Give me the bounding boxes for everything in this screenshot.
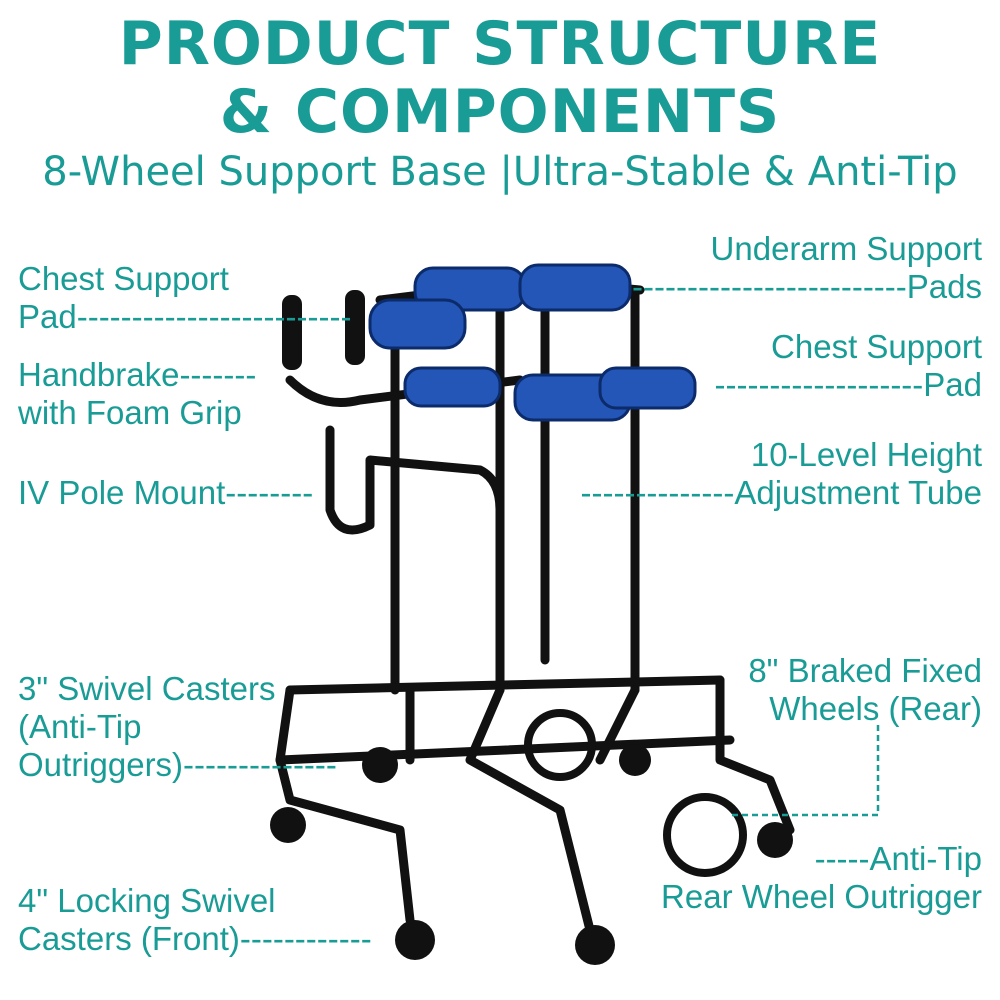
subtitle: 8-Wheel Support Base |Ultra-Stable & Ant… bbox=[42, 149, 958, 195]
handle-rail bbox=[285, 375, 525, 407]
front-caster-left bbox=[270, 807, 306, 843]
label-handbrake-line1: Handbrake------- bbox=[18, 356, 257, 393]
label-height-tube-line1: 10-Level Height bbox=[750, 436, 982, 473]
label-swivel-casters-line3: Outriggers)-------------- bbox=[18, 746, 337, 783]
swivel-caster-3in-right bbox=[619, 744, 651, 776]
chest-pad-left bbox=[368, 298, 467, 350]
label-anti-tip-outrigger-line2: Rear Wheel Outrigger bbox=[661, 878, 982, 915]
locking-caster-front-right bbox=[575, 925, 615, 965]
label-chest-support-pad-left-line1: Chest Support bbox=[18, 260, 229, 297]
label-chest-support-pad-right-line1: Chest Support bbox=[771, 328, 982, 365]
right-foam-grip bbox=[345, 290, 365, 365]
locking-caster-front-left bbox=[395, 920, 435, 960]
underarm-pad-right bbox=[518, 263, 632, 312]
label-underarm-pads-line2: -------------------------Pads bbox=[632, 268, 982, 305]
label-chest-support-pad-right-line2: -------------------Pad bbox=[714, 366, 982, 403]
label-underarm-pads-line1: Underarm Support bbox=[710, 230, 982, 267]
label-swivel-casters-line1: 3" Swivel Casters bbox=[18, 670, 276, 707]
label-anti-tip-outrigger-line1: -----Anti-Tip bbox=[814, 840, 982, 877]
front-right-leg bbox=[465, 685, 595, 935]
iv-pole-loop bbox=[325, 425, 505, 535]
label-braked-wheels-line1: 8" Braked Fixed bbox=[748, 652, 982, 689]
label-braked-wheels-line2: Wheels (Rear) bbox=[769, 690, 982, 727]
chest-pad-center bbox=[403, 366, 502, 408]
label-swivel-casters-line2: (Anti-Tip bbox=[18, 708, 142, 745]
rear-braked-wheel-right bbox=[663, 793, 747, 877]
label-handbrake-line2: with Foam Grip bbox=[18, 394, 242, 431]
label-height-tube-line2: --------------Adjustment Tube bbox=[580, 474, 983, 511]
left-foam-grip bbox=[282, 295, 302, 370]
title-line-2: & COMPONENTS bbox=[219, 77, 781, 147]
label-locking-casters-line1: 4" Locking Swivel bbox=[18, 882, 276, 919]
swivel-caster-3in-left bbox=[362, 747, 398, 783]
label-iv-pole-mount: IV Pole Mount-------- bbox=[18, 474, 314, 511]
label-locking-casters-line2: Casters (Front)------------ bbox=[18, 920, 372, 957]
anti-tip-rear-outrigger-wheel bbox=[757, 822, 793, 858]
chest-pad-right-rear bbox=[598, 366, 697, 410]
lower-crossbar bbox=[285, 675, 725, 695]
title-line-1: PRODUCT STRUCTURE bbox=[118, 9, 882, 79]
base-crossbar bbox=[275, 735, 735, 765]
label-chest-support-pad-left-line2: Pad------------------------- bbox=[18, 298, 352, 335]
rear-braked-wheel-left bbox=[524, 709, 596, 781]
front-left-leg bbox=[275, 685, 415, 925]
